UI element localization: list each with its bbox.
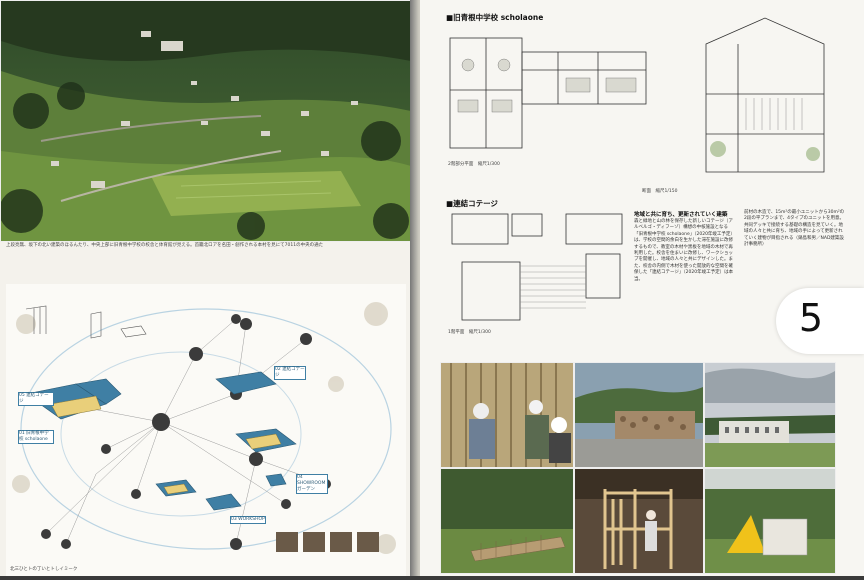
photo-school-building [704, 362, 836, 468]
photo-timber-frame [574, 468, 704, 574]
article-col2: 前材の木造で、15m²の最小ユニットから30m²の2段の平プランまで、4タイプの… [744, 210, 845, 248]
photo-wood-stack [574, 362, 704, 468]
photo-workshop [440, 362, 574, 468]
workshop-photo-svg [441, 363, 573, 467]
diagram-label-05: 05 連結コテージ [18, 392, 54, 406]
floor-plan-2-drawing [451, 213, 623, 321]
forest-work-photo-svg [441, 469, 573, 573]
plan1-caption: 2階部分平面 縮尺1/300 [448, 162, 500, 167]
school-photo-svg [705, 363, 835, 467]
plan2-caption: 1階平面 縮尺1/300 [448, 330, 491, 335]
floor-plan-cottage [448, 212, 626, 324]
wood-stack-photo-svg [575, 363, 703, 467]
section-drawing-svg [705, 17, 825, 173]
section-title-scholaone: ■旧青根中学校 scholaone [446, 13, 544, 22]
diagram-label-02: 02 連結コテージ [274, 366, 306, 380]
diagram-label-03: 03 WORKSHOP [230, 516, 266, 524]
floor-plan-1-drawing [449, 37, 647, 149]
site-network-diagram: 01 旧青根中学校 scholaone 02 連結コテージ 03 WORKSHO… [6, 284, 406, 576]
page-number-text: 5 [798, 296, 824, 340]
page-number-badge: 5 [776, 288, 864, 354]
photo-yellow-tent [704, 468, 836, 574]
photo-forest-work [440, 468, 574, 574]
section-drawing-scholaone [698, 14, 832, 180]
aerial-village-photo [0, 0, 412, 242]
floor-plan-scholaone [448, 30, 648, 158]
diagram-label-04: 04 SHOWROOM ガーデン [296, 474, 328, 494]
section1-caption: 断面 縮尺1/150 [642, 189, 678, 194]
section-title-cottage: ■連結コテージ [446, 199, 498, 208]
aerial-photo-caption: 上段亮無、坂下の北い建築のほるんたり、中央上部に旧青根中学校の校舎と体育館が見え… [6, 243, 324, 248]
right-page: ■旧青根中学校 scholaone 2階部分平面 縮尺1/300 [420, 0, 864, 576]
diagram-label-01: 01 旧青根中学校 scholaone [18, 430, 54, 444]
article-col1: 森と緑地と山の林を保存した新しいコテージ（アルベルゴ・ディフーゾ）構想の中核施設… [634, 219, 735, 282]
aerial-village-illustration [1, 1, 411, 241]
network-diagram-svg [12, 302, 396, 554]
article-heading: 地域と共に育ち、更新されていく建築 [634, 212, 728, 218]
yellow-tent-photo-svg [705, 469, 835, 573]
timber-frame-photo-svg [575, 469, 703, 573]
article-block: 地域と共に育ち、更新されていく建築 森と緑地と山の林を保存した新しいコテージ（ア… [634, 210, 846, 282]
left-page: 上段亮無、坂下の北い建築のほるんたり、中央上部に旧青根中学校の校舎と体育館が見え… [0, 0, 420, 576]
diagram-title: 北三ひとトの丁いとトしイミーク [10, 567, 78, 572]
